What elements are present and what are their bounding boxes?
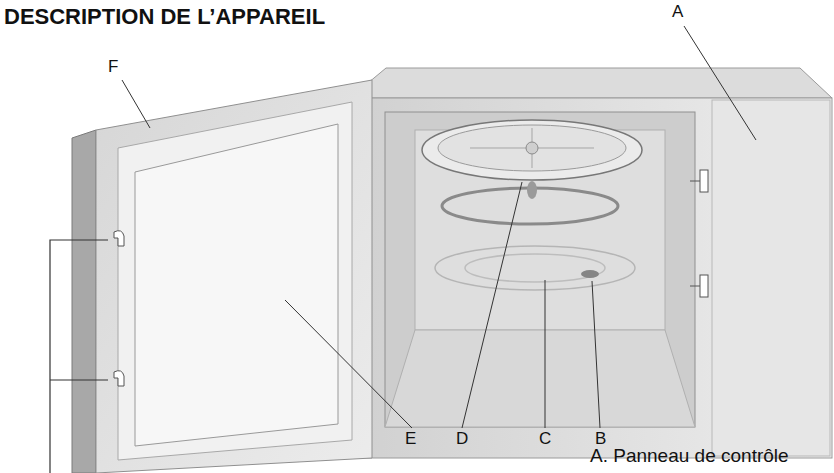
oven-cavity [385, 112, 695, 427]
leader-line [122, 80, 150, 128]
leader-line [545, 280, 546, 428]
control-panel [712, 100, 830, 456]
part-letter: D [456, 430, 468, 449]
leader-line [462, 182, 522, 428]
tray-center [526, 142, 538, 154]
latch-slot [700, 275, 708, 297]
door-hook [114, 231, 124, 246]
oven-top [350, 68, 832, 98]
coupler [581, 270, 599, 278]
oven-front [348, 98, 832, 458]
leader-line [285, 300, 412, 428]
part-letter: C [539, 430, 551, 449]
door-hook [114, 371, 124, 386]
door-front [96, 80, 372, 473]
latch-slot [700, 170, 708, 192]
door-window [135, 124, 338, 446]
part-letter: E [405, 430, 416, 449]
latch-slot [690, 181, 700, 182]
floor-ring [465, 254, 605, 282]
tray-inner [438, 125, 626, 171]
leader-line [592, 281, 600, 428]
glass-tray [422, 120, 642, 180]
door-edge [72, 130, 96, 473]
hook-bracket [50, 240, 108, 473]
diagram-title: DESCRIPTION DE L’APPAREIL [4, 5, 325, 29]
part-legend-text: A. Panneau de contrôle [590, 446, 789, 467]
latch-slot [690, 286, 700, 287]
part-letter: F [108, 58, 118, 77]
door-frame [118, 102, 352, 460]
leader-line [684, 26, 756, 140]
cavity-floor [385, 330, 695, 427]
part-letter: A [672, 3, 683, 22]
floor-ring [435, 246, 635, 290]
roller-hub [527, 181, 537, 199]
